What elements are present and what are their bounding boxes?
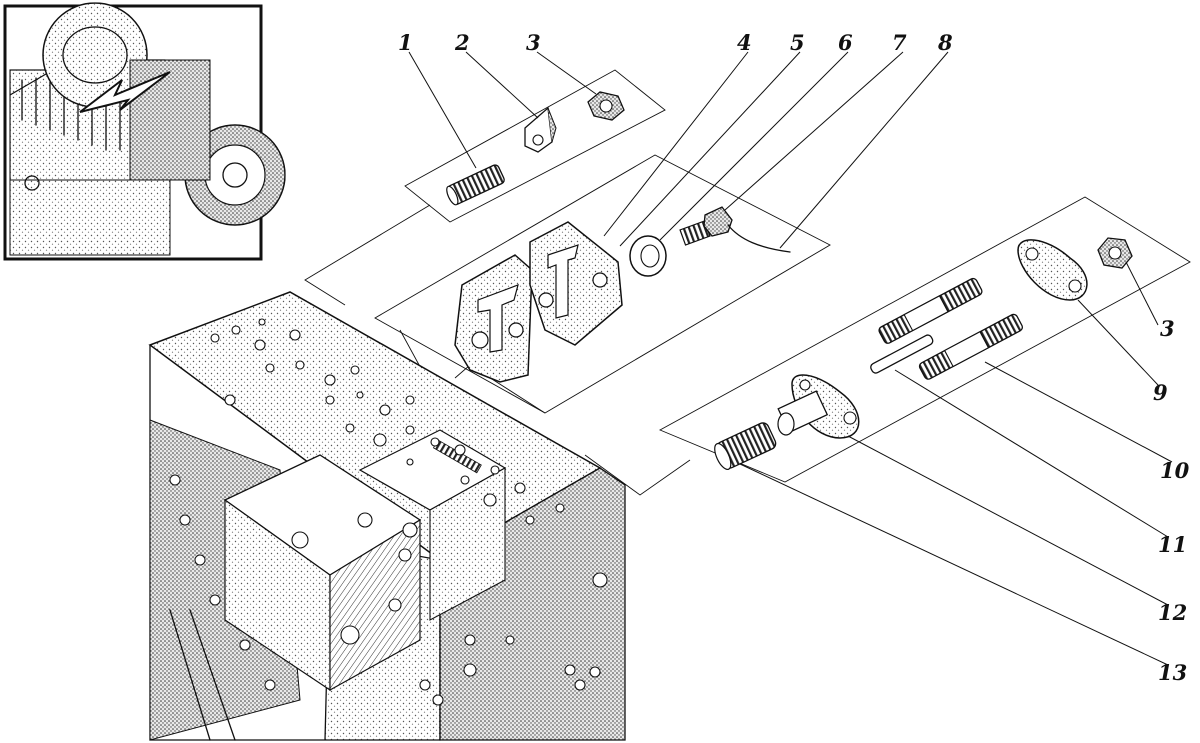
callout-1: 1 [398,30,413,55]
part-4-gasket [454,254,533,383]
bracket-group-middle [374,154,831,414]
inset-arrow-icon [80,72,170,112]
part-11-pin [870,334,934,374]
callout-8: 8 [937,30,953,55]
callout-6: 6 [838,30,853,55]
callout-7: 7 [892,30,907,55]
callout-4: 4 [737,30,752,55]
part-8-wire [727,224,791,253]
callout-10: 10 [1160,458,1190,483]
part-5-cover-plate [529,221,623,346]
callout-9: 9 [1153,380,1168,405]
bracket-group-top [404,69,666,223]
callout-2: 2 [454,30,470,55]
callout-12: 12 [1158,600,1187,625]
part-3-nut-right [1097,237,1133,269]
part-6-washer [629,235,667,277]
callout-labels: 1 2 3 4 5 6 7 8 3 9 10 11 12 13 [398,30,1190,685]
part-12-sleeve-flange [777,374,860,439]
callout-5: 5 [790,30,805,55]
part-10-studs [878,277,1023,380]
callout-3-right: 3 [1160,316,1175,341]
part-13-spring [714,422,777,471]
inset-engine-view [3,3,285,261]
housing-holes [210,318,565,645]
callout-11: 11 [1158,532,1187,557]
leader-lines [408,51,1173,666]
callout-3-top: 3 [526,30,541,55]
part-2-lock-plate [524,106,557,153]
callout-13: 13 [1158,660,1187,685]
part-1-stud [446,164,505,206]
part-7-sensor [679,206,733,246]
bracket-group-right [658,196,1191,483]
transmission-housing [148,291,626,741]
part-9-flange [1017,239,1088,301]
part-3-nut-top [587,91,625,121]
